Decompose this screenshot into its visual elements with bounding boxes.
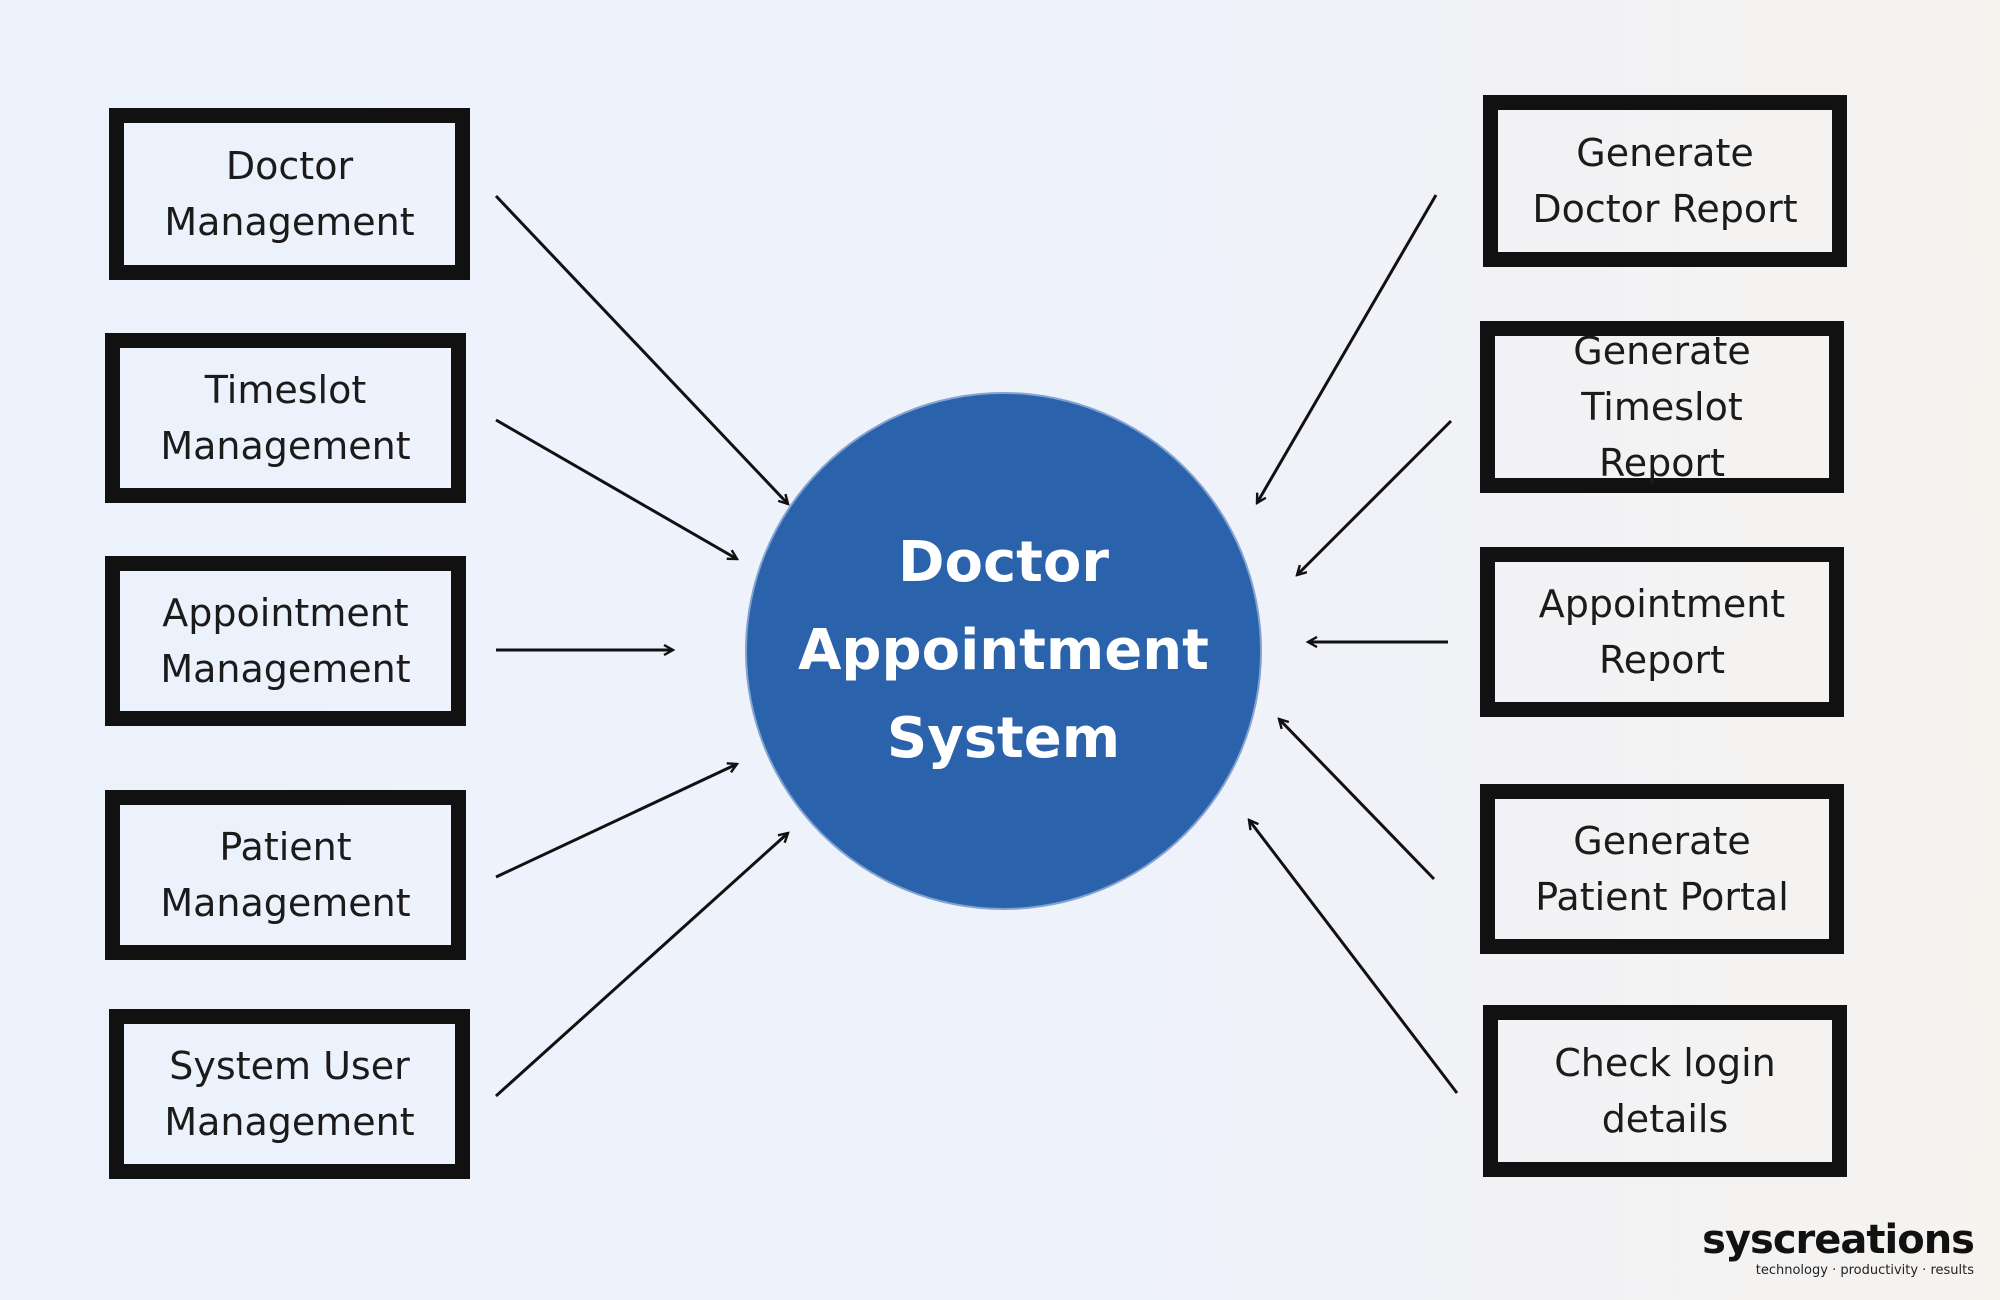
node-timeslot-management: Timeslot Management — [105, 333, 466, 503]
brand-name: syscreations — [1702, 1217, 1975, 1263]
node-appointment-management: Appointment Management — [105, 556, 466, 726]
center-label: Doctor Appointment System — [798, 530, 1209, 771]
arrow-system-user-management — [494, 833, 788, 1098]
arrow-doctor-management — [494, 194, 788, 504]
node-label: Generate Timeslot Report — [1573, 329, 1751, 485]
brand-tagline: technology · productivity · results — [1755, 1263, 1974, 1278]
node-doctor-management: Doctor Management — [109, 108, 470, 280]
node-patient-management: Patient Management — [105, 790, 466, 960]
node-label: Check login details — [1554, 1041, 1776, 1141]
arrow-patient-management — [495, 764, 737, 879]
node-appointment-report: Appointment Report — [1480, 547, 1844, 717]
node-label: Generate Doctor Report — [1532, 131, 1798, 231]
node-label: Generate Patient Portal — [1535, 819, 1789, 919]
node-label: Patient Management — [160, 825, 411, 925]
node-label: Appointment Report — [1538, 582, 1786, 682]
arrow-timeslot-management — [495, 418, 737, 561]
node-label: System User Management — [164, 1044, 415, 1144]
node-label: Appointment Management — [160, 591, 411, 691]
brand-logo: syscreations technology · productivity ·… — [1702, 1217, 1975, 1280]
node-check-login-details: Check login details — [1483, 1005, 1847, 1177]
node-generate-patient-portal: Generate Patient Portal — [1480, 784, 1844, 954]
node-system-user-management: System User Management — [109, 1009, 470, 1179]
node-generate-timeslot-report: Generate Timeslot Report — [1480, 321, 1844, 493]
arrow-generate-doctor-report — [1255, 194, 1438, 503]
center-node: Doctor Appointment System — [747, 394, 1260, 908]
node-label: Doctor Management — [164, 144, 415, 244]
node-generate-doctor-report: Generate Doctor Report — [1483, 95, 1847, 267]
node-label: Timeslot Management — [160, 368, 411, 468]
arrow-generate-timeslot-report — [1297, 419, 1453, 575]
arrow-generate-patient-portal — [1279, 719, 1436, 881]
arrow-check-login-details — [1249, 820, 1459, 1094]
